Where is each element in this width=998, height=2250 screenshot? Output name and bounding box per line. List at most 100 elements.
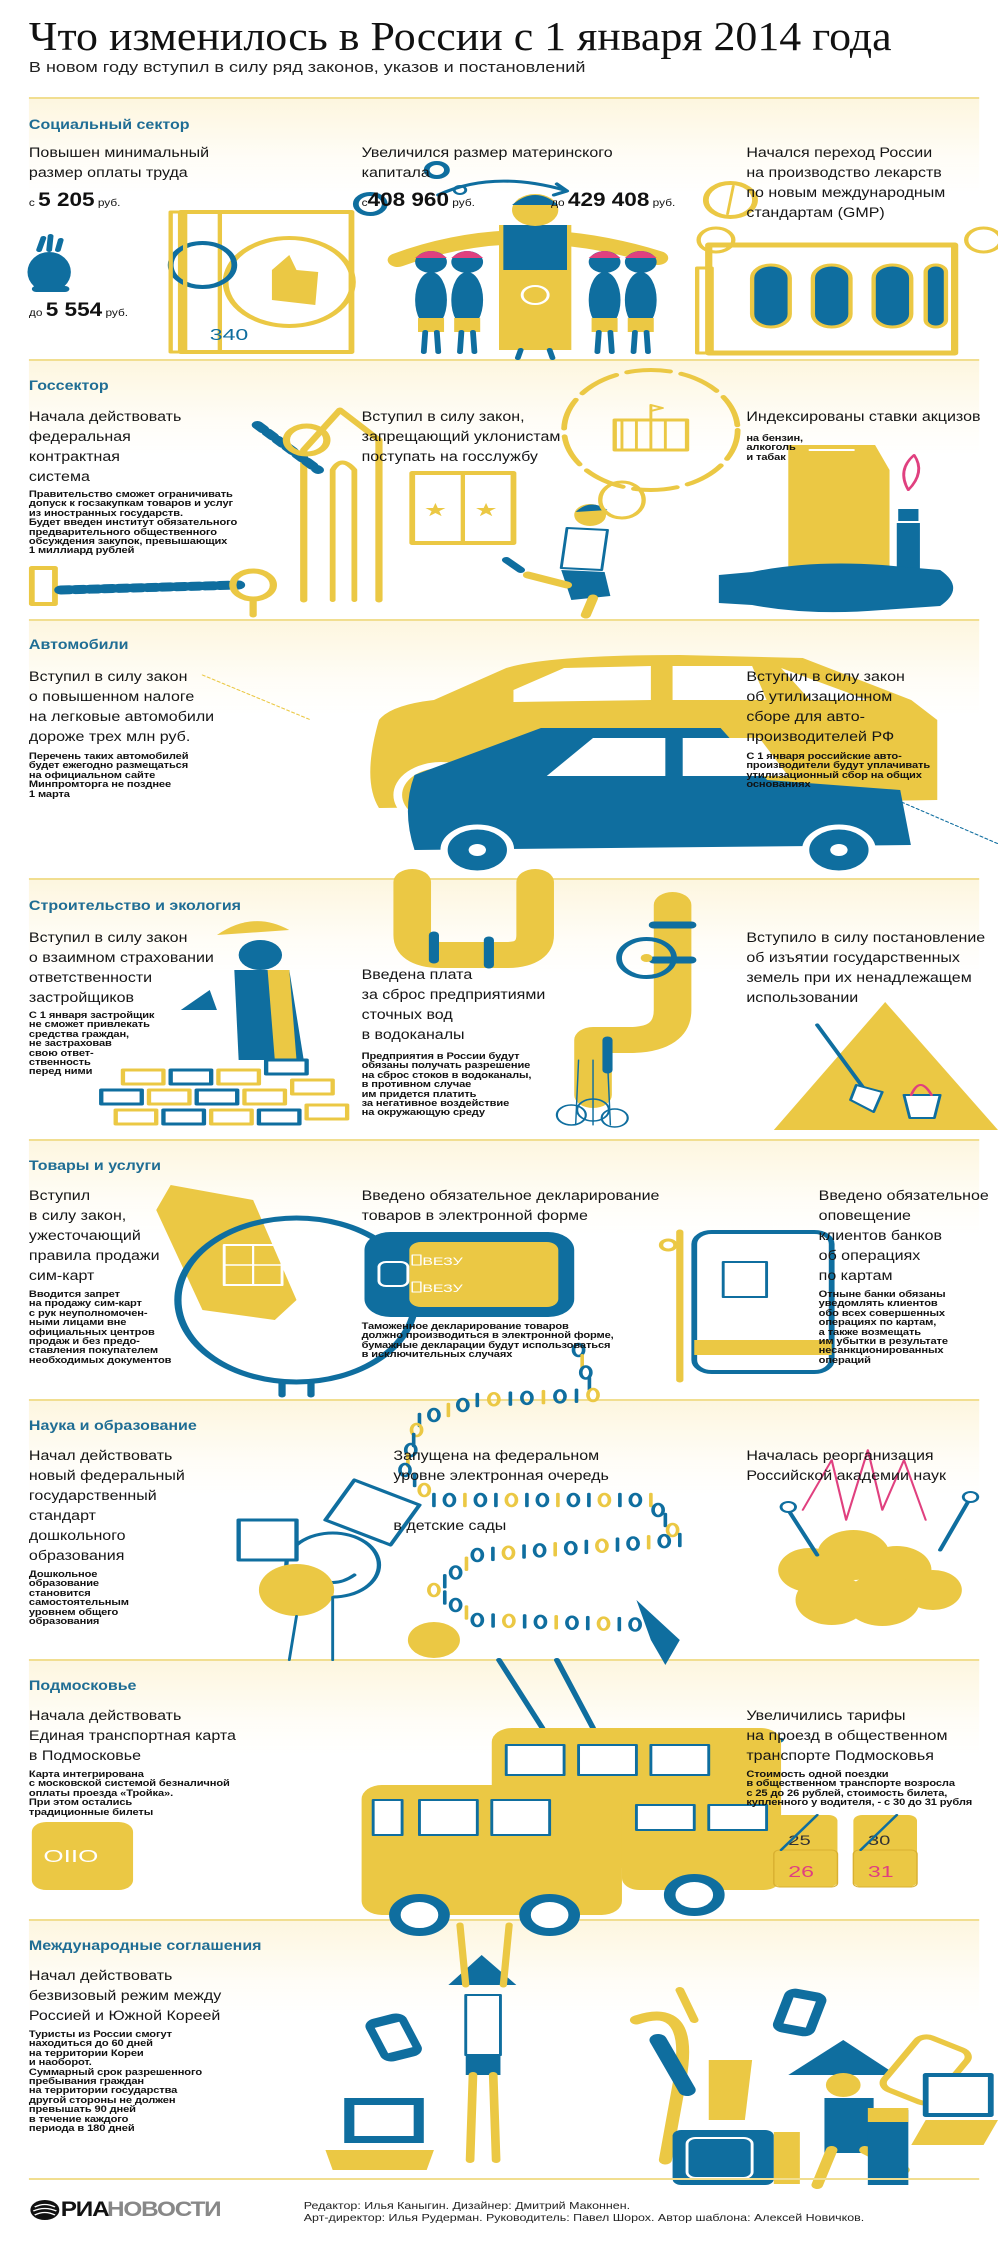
section-title-gov: Госсектор — [28, 378, 109, 393]
item-note: Отныне банки обязаны уведомлять клиентов… — [818, 1289, 948, 1366]
item-note: на бензин, алкоголь и табак — [746, 433, 804, 463]
item-lead: Начала действовать федеральная контрактн… — [28, 409, 182, 484]
svg-text:★: ★ — [424, 500, 447, 520]
binary-digit-mark — [504, 1492, 519, 1508]
maternity-capital-from: с408 960 руб. — [362, 190, 475, 212]
item-lead: Введена плата за сброс предприятиями сто… — [361, 967, 546, 1042]
phone-declaration-illustration: ВЕЗУ ВЕЗУ — [364, 1232, 575, 1317]
pill-blister-illustration — [694, 226, 998, 356]
section-title-cars: Автомобили — [28, 637, 129, 652]
binary-digit-mark — [563, 1540, 578, 1556]
min-wage-from: с 5 205 руб. — [29, 190, 121, 212]
increase-arrow-icon — [436, 179, 567, 197]
item-lead: Повышен минимальный размер оплаты труда — [28, 145, 210, 180]
item-lead: Увеличился размер материнского капитала — [361, 145, 613, 180]
troika-card-illustration: OIIO — [31, 1822, 134, 1890]
devices-illustration — [325, 1988, 998, 2185]
binary-digit-mark — [566, 1492, 581, 1508]
binary-digit-mark — [470, 1547, 485, 1563]
item-lead: Запущена на федеральном уровне электронн… — [393, 1448, 609, 1483]
amount: 5 554 — [45, 300, 103, 321]
passport-number: 340 — [210, 326, 249, 344]
binary-digit-mark — [455, 1397, 470, 1413]
item-lead: Началась реорганизация Российской академ… — [746, 1448, 946, 1483]
item-note: Стоимость одной поездки в общественном т… — [746, 1769, 973, 1809]
binary-digit-mark — [520, 1390, 534, 1406]
binary-digit-mark — [501, 1613, 516, 1629]
globe-logo-icon — [30, 2200, 60, 2220]
running-man-illustration — [501, 504, 611, 619]
korean-tourists-illustration — [448, 1922, 910, 2189]
prefix: до — [551, 198, 565, 209]
binary-digit-mark — [595, 1538, 609, 1554]
item-lead: Вступило в силу постановление об изъятии… — [746, 930, 986, 1005]
new-fare-26: 26 — [788, 1863, 814, 1881]
arrow-head-icon — [551, 182, 570, 197]
footer-divider — [28, 2178, 980, 2180]
item-lead: Вступил в силу закон, запрещающий уклони… — [361, 409, 561, 464]
binary-digit-mark — [596, 1616, 611, 1631]
item-lead: Индексированы ставки акцизов — [746, 409, 981, 424]
section-title-international: Международные соглашения — [28, 1938, 262, 1953]
binary-digit-mark — [417, 1482, 432, 1498]
checkbox-checked-label: ВЕЗУ — [422, 1255, 463, 1267]
item-lead: Вступил в силу закон о взаимном страхова… — [28, 930, 214, 1005]
pointer-line — [201, 674, 312, 721]
kremlin-sun-illustration — [561, 368, 741, 520]
prefix: до — [28, 308, 43, 319]
section-title-science: Наука и образование — [28, 1418, 197, 1433]
bank-card-illustration — [658, 1229, 835, 1383]
unit: руб. — [97, 198, 121, 209]
svg-text:OIIO: OIIO — [43, 1846, 98, 1866]
binary-digit-mark — [553, 1389, 567, 1404]
binary-digit-mark — [448, 1597, 463, 1613]
fuel-canister-illustration — [788, 445, 922, 590]
logo-novosti: НОВОСТИ — [107, 2198, 222, 2221]
min-wage-to: до 5 554 руб. — [29, 300, 128, 322]
item-lead: Начал действовать безвизовый режим между… — [28, 1968, 222, 2023]
item-note: С 1 января российские авто- производител… — [746, 751, 931, 791]
graduate-balloons-illustration — [236, 1478, 460, 1661]
money-bag-icon — [27, 234, 71, 292]
pipes-illustration — [393, 869, 697, 1128]
prefix: с — [361, 198, 368, 209]
binary-digit-mark — [626, 1536, 640, 1551]
binary-digit-mark — [442, 1492, 457, 1508]
new-fare-31: 31 — [868, 1863, 894, 1881]
item-note: Вводится запрет на продажу сим-карт с ру… — [28, 1289, 172, 1366]
passport-illustration — [167, 161, 468, 354]
item-note: Туристы из России смогут находиться до 6… — [28, 2029, 203, 2135]
item-lead: Увеличились тарифы на проезд в обществен… — [746, 1708, 948, 1763]
unit: руб. — [652, 198, 676, 209]
amount: 408 960 — [367, 190, 449, 211]
page-title: Что изменилось в России с 1 января 2014 … — [28, 13, 892, 59]
binary-digit-mark — [535, 1492, 550, 1508]
svg-text:★: ★ — [474, 500, 497, 520]
section-title-construction: Строительство и экология — [28, 898, 242, 913]
maternity-capital-to: до 429 408 руб. — [551, 190, 675, 212]
sand-pile-illustration — [773, 1002, 998, 1130]
section-title-social: Социальный сектор — [28, 117, 190, 132]
binary-digit-mark — [470, 1612, 485, 1628]
binary-digit-mark — [473, 1492, 488, 1508]
binary-digit-mark — [665, 1522, 680, 1538]
binary-digit-mark — [578, 1365, 593, 1380]
checkbox-unchecked-label: ВЕЗУ — [422, 1282, 463, 1294]
binary-digit-mark — [409, 1422, 424, 1438]
item-lead: Начал действовать новый федеральный госу… — [28, 1448, 185, 1563]
pointer-line — [896, 799, 998, 845]
binary-digit-mark — [427, 1407, 441, 1423]
binary-digit-mark — [565, 1615, 579, 1630]
binary-digit-mark — [486, 1392, 501, 1407]
prefix: с — [28, 198, 35, 209]
binary-digit-mark — [532, 1543, 547, 1558]
amount: 5 205 — [38, 190, 95, 211]
item-lead: Вступил в силу закон, ужесточающий прави… — [28, 1188, 160, 1283]
worker-illustration — [180, 921, 304, 1060]
binary-digit-mark — [597, 1492, 612, 1508]
window-stars-illustration: ★★ — [409, 471, 517, 545]
